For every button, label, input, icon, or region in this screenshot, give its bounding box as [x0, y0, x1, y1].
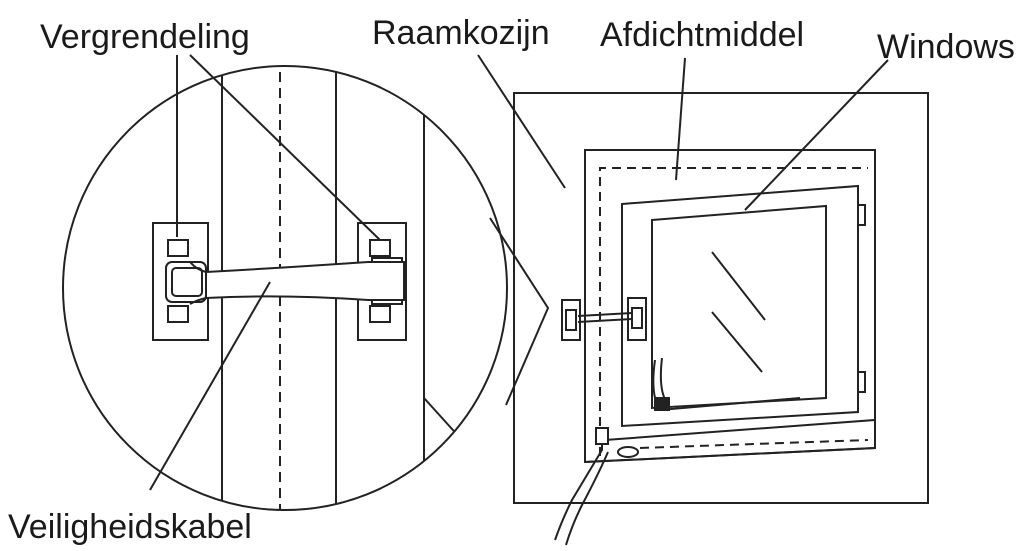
zoom-wedge	[490, 218, 548, 405]
safety-cable-magnified	[206, 262, 404, 300]
label-raamkozijn: Raamkozijn	[372, 14, 550, 52]
leader-raamkozijn	[478, 55, 565, 188]
label-veiligheidskabel: Veiligheidskabel	[8, 508, 252, 546]
frame-ledge	[585, 420, 875, 462]
sash-outer	[622, 186, 858, 426]
power-cord	[555, 428, 638, 545]
window-locks	[562, 298, 646, 340]
leader-veiligheidskabel	[150, 282, 270, 490]
glass-reflection	[712, 312, 762, 372]
left-lock	[153, 223, 208, 340]
leader-afdichtmiddel	[676, 58, 685, 180]
leader-vergrendeling-right	[190, 55, 380, 240]
sealant-line	[600, 168, 868, 456]
label-windows: Windows	[877, 28, 1015, 66]
label-afdichtmiddel: Afdichtmiddel	[600, 16, 805, 54]
leader-windows	[745, 60, 888, 210]
sash-glass	[652, 206, 826, 408]
hinge	[858, 205, 865, 225]
small-left-lock	[562, 300, 580, 340]
ac-hose	[653, 358, 800, 410]
window-sash	[622, 186, 865, 426]
magnified-detail	[153, 40, 480, 540]
glass-reflection	[712, 252, 765, 320]
hinge	[858, 372, 865, 392]
outer-frame	[514, 93, 928, 503]
small-cable	[578, 313, 632, 322]
zoom-circle	[63, 66, 507, 510]
zoom-callout	[63, 66, 548, 510]
label-vergrendeling: Vergrendeling	[40, 18, 250, 56]
leader-lines	[150, 55, 888, 490]
window-frame	[514, 93, 928, 503]
